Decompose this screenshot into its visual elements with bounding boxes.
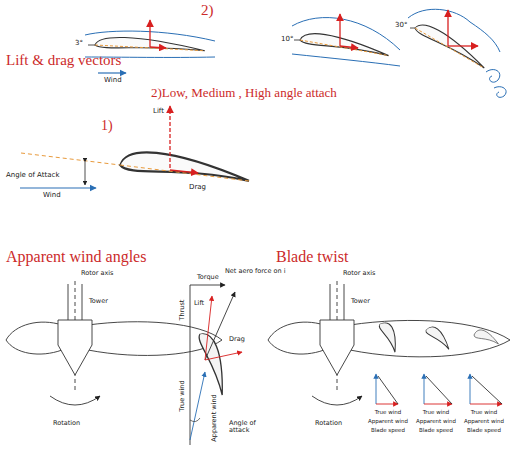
angle-label: 3° bbox=[74, 40, 84, 48]
angle-label: 10° bbox=[280, 36, 294, 44]
part-label: Rotor axis bbox=[342, 270, 377, 277]
wind-label: Apparent wind bbox=[415, 418, 457, 424]
motion-label: Rotation bbox=[52, 420, 81, 427]
section-title: Blade twist bbox=[275, 248, 349, 266]
wind-label: Apparent wind bbox=[463, 418, 505, 424]
force-label: Lift bbox=[152, 108, 165, 116]
turbine-apparent-wind bbox=[6, 281, 242, 445]
wind-label: True wind bbox=[179, 379, 186, 412]
angle-label: Angle of Attack bbox=[5, 172, 60, 180]
force-label: Drag bbox=[228, 336, 246, 343]
wind-label: Wind bbox=[42, 192, 62, 200]
section-title: Lift & drag vectors bbox=[5, 52, 122, 69]
motion-label: Rotation bbox=[314, 420, 343, 427]
force-label: Torque bbox=[196, 274, 220, 281]
figure-number: 2) bbox=[200, 2, 215, 19]
airfoil-medium-angle bbox=[292, 14, 400, 66]
force-label: Net aero force on i bbox=[224, 268, 286, 275]
wind-label: True wind bbox=[422, 409, 450, 415]
angle-label: 30° bbox=[394, 22, 408, 30]
angle-label: Angle of attack bbox=[228, 420, 266, 434]
wind-label: True wind bbox=[470, 409, 498, 415]
turbine-blade-twist bbox=[268, 281, 510, 405]
force-label: Thrust bbox=[179, 299, 186, 322]
part-label: Tower bbox=[350, 298, 371, 305]
wind-label: Apparent wind bbox=[367, 418, 409, 424]
section-title: Apparent wind angles bbox=[5, 248, 147, 266]
airfoil-high-angle bbox=[408, 9, 506, 97]
figure-number: 1) bbox=[100, 118, 114, 133]
part-label: Rotor axis bbox=[80, 270, 115, 277]
speed-label: Blade speed bbox=[466, 427, 502, 433]
section-title: 2)Low, Medium , High angle attach bbox=[150, 86, 338, 100]
force-label: Drag bbox=[188, 184, 207, 192]
speed-label: Blade speed bbox=[370, 427, 406, 433]
wind-label: True wind bbox=[374, 409, 402, 415]
wind-label: Wind bbox=[103, 77, 123, 85]
wind-label: Apparent wind bbox=[211, 393, 218, 442]
part-label: Tower bbox=[88, 298, 109, 305]
force-label: Lift bbox=[193, 300, 205, 307]
speed-label: Blade speed bbox=[418, 427, 454, 433]
